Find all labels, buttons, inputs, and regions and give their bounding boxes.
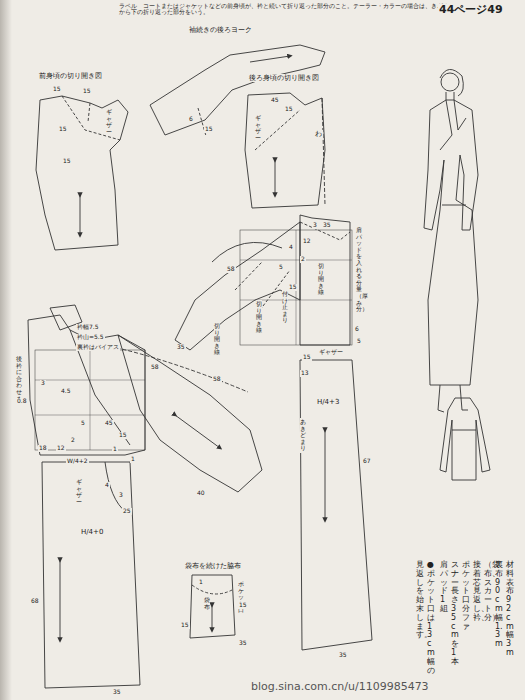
pattern-label: H/4+3	[316, 398, 340, 406]
vertical-note: 肩パッド 1組	[440, 560, 448, 615]
vertical-note: 切り開き線	[214, 322, 220, 357]
pattern-label: 1	[198, 579, 204, 586]
pattern-label: 0.8	[16, 398, 28, 405]
pattern-label: 45	[104, 420, 114, 427]
pattern-label: 15	[58, 126, 68, 133]
pattern-label: 15	[180, 622, 190, 629]
pattern-label: W/4+2	[66, 458, 89, 465]
pattern-label: 3	[40, 380, 46, 387]
pattern-label: 15	[62, 158, 72, 165]
pattern-label: 4.5	[60, 388, 72, 395]
vertical-note: ポケット口	[238, 580, 244, 615]
vertical-note: スナー 長さ35cmを1本	[451, 560, 459, 668]
pattern-label: 58	[226, 266, 236, 273]
vertical-note: ギャザー	[255, 114, 261, 142]
pattern-label: ギャザー	[318, 349, 344, 356]
pattern-label: 前身頃の切り開き図	[38, 72, 103, 80]
pattern-label: 5	[356, 338, 362, 345]
pattern-label: 35	[176, 344, 186, 351]
pattern-label: 67	[362, 458, 372, 465]
vertical-note: ポケット口分 ファ	[462, 560, 470, 632]
pattern-label: 袋布を続けた脇布	[184, 562, 242, 570]
pattern-label: 3	[312, 222, 318, 229]
pattern-label: 3	[118, 492, 124, 499]
pattern-label: 4	[104, 482, 110, 489]
vertical-note: 見返しを始末します。	[416, 560, 424, 641]
pattern-label: 15	[288, 284, 298, 291]
vertical-note: 切り開き線	[318, 262, 324, 297]
pattern-label: わ	[314, 130, 323, 138]
pattern-label: 12	[56, 445, 66, 452]
pattern-label: 6	[354, 326, 360, 333]
pattern-label: 衿山=5.5	[76, 334, 105, 341]
pattern-label: 衿幅7.5	[76, 324, 100, 331]
vertical-note: 肩パッドを入れる分量（厚み分）	[356, 226, 362, 314]
pattern-label: 4	[288, 244, 294, 251]
pattern-label: 40	[196, 490, 206, 497]
pattern-label: 35	[238, 640, 248, 647]
pattern-label: 15	[204, 126, 214, 133]
pattern-label: 18	[38, 445, 48, 452]
vertical-note: （袋布、スカート分）	[484, 560, 492, 624]
pattern-label: 15	[118, 432, 128, 439]
pattern-label: 1	[130, 456, 136, 463]
pattern-label: 25	[122, 508, 132, 515]
pattern-label: blog.sina.com.cn/u/1109985473	[250, 681, 430, 694]
pattern-label: 15	[238, 602, 248, 609]
pattern-label: 5	[278, 264, 284, 271]
vertical-note: あきどまり	[300, 418, 306, 453]
vertical-note: ギャザー	[106, 108, 112, 136]
pattern-label: 2	[300, 256, 306, 263]
pattern-label: 後ろ身頃の切り開き図	[248, 74, 320, 82]
pattern-label: 裏衿はバイアス	[76, 344, 120, 351]
pattern-label: 35	[322, 222, 332, 229]
vertical-note: ●ポケット口は13cm幅の	[427, 560, 435, 676]
vertical-note: 接着芯 見返し、衿、	[473, 560, 481, 624]
pattern-label: 12	[302, 238, 312, 245]
pattern-label: 44ページ49	[438, 4, 504, 17]
pattern-label: 58	[150, 364, 160, 371]
vertical-note: ギャザー	[76, 478, 82, 506]
pattern-label: 15	[284, 106, 294, 113]
pattern-label: 13	[300, 370, 310, 377]
pattern-label: 5	[80, 420, 86, 427]
pattern-label: 45	[270, 97, 280, 104]
pattern-label: H/4+0	[80, 528, 104, 536]
pattern-label: ラペル コートまたはジャケットなどの前身頃が、衿と続いて折り返った部分のこと。テ…	[118, 3, 455, 16]
vertical-note: 切り開き線	[256, 300, 262, 335]
pattern-label: 68	[30, 598, 40, 605]
pattern-label: 15	[52, 86, 62, 93]
pattern-label: 6	[188, 116, 194, 123]
pattern-label: 35	[112, 689, 122, 696]
vertical-note: 後衿に合わせる	[16, 355, 22, 403]
pattern-label: 58	[212, 376, 222, 383]
vertical-note: 裏布 90cm幅1.3m	[495, 560, 503, 650]
pattern-label: 15	[302, 354, 312, 361]
pattern-label: 35	[338, 652, 348, 659]
pattern-label: 15	[82, 88, 92, 95]
vertical-note: 材料 表布 92cm幅3m	[506, 560, 514, 659]
vertical-note: 袋布	[204, 596, 210, 611]
vertical-note: 付け止まり	[282, 290, 288, 325]
pattern-label: 1	[112, 446, 118, 453]
pattern-label: 2	[70, 437, 76, 444]
pattern-label: 袖続きの後ろヨーク	[188, 26, 253, 34]
